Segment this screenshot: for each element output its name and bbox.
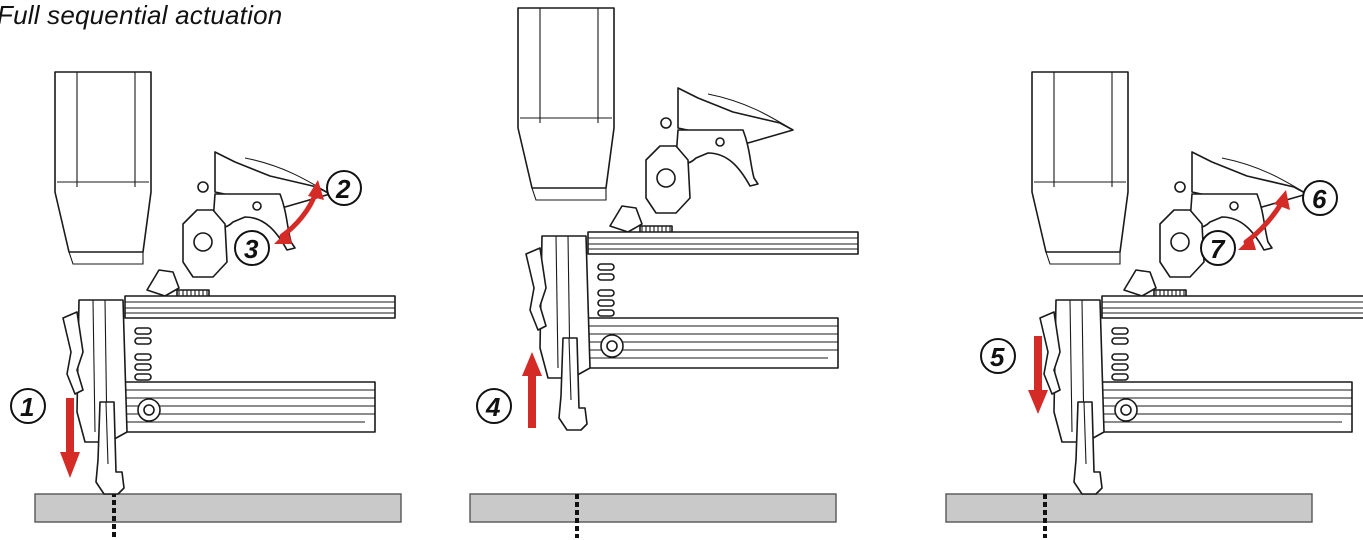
step-badge-5: 5 — [980, 338, 1016, 374]
step-badge-4: 4 — [476, 388, 512, 424]
diagram-title: Full sequential actuation — [0, 0, 283, 30]
workpiece-1 — [34, 493, 402, 523]
arrow-head-icon — [274, 230, 292, 244]
arrow-head-icon — [1238, 236, 1256, 250]
svg-text:3: 3 — [244, 234, 259, 264]
nailer-1 — [54, 71, 396, 443]
step-badge-3: 3 — [234, 230, 270, 266]
workpiece-3 — [945, 493, 1313, 523]
panel-2: 4 — [469, 7, 859, 538]
svg-text:1: 1 — [20, 392, 34, 422]
workpiece-2 — [469, 493, 837, 523]
arrow-down-icon — [1028, 336, 1048, 414]
arrow-head-icon — [1274, 190, 1290, 210]
svg-text:5: 5 — [990, 342, 1005, 372]
arrow-up-icon — [522, 352, 542, 428]
panel-3: 5 6 7 — [945, 71, 1363, 538]
step-badge-7: 7 — [1200, 230, 1236, 266]
svg-text:4: 4 — [485, 392, 501, 422]
panel-1: 1 2 3 — [10, 71, 402, 538]
step-badge-2: 2 — [326, 170, 362, 206]
step-badge-6: 6 — [1302, 180, 1338, 216]
nailer-2 — [517, 7, 859, 379]
svg-text:6: 6 — [1312, 184, 1327, 214]
step-badge-1: 1 — [10, 388, 46, 424]
nailer-3 — [1031, 71, 1363, 443]
svg-text:2: 2 — [335, 174, 351, 204]
arrow-head-icon — [308, 180, 324, 200]
svg-text:7: 7 — [1210, 234, 1226, 264]
arrow-down-icon — [60, 398, 80, 478]
